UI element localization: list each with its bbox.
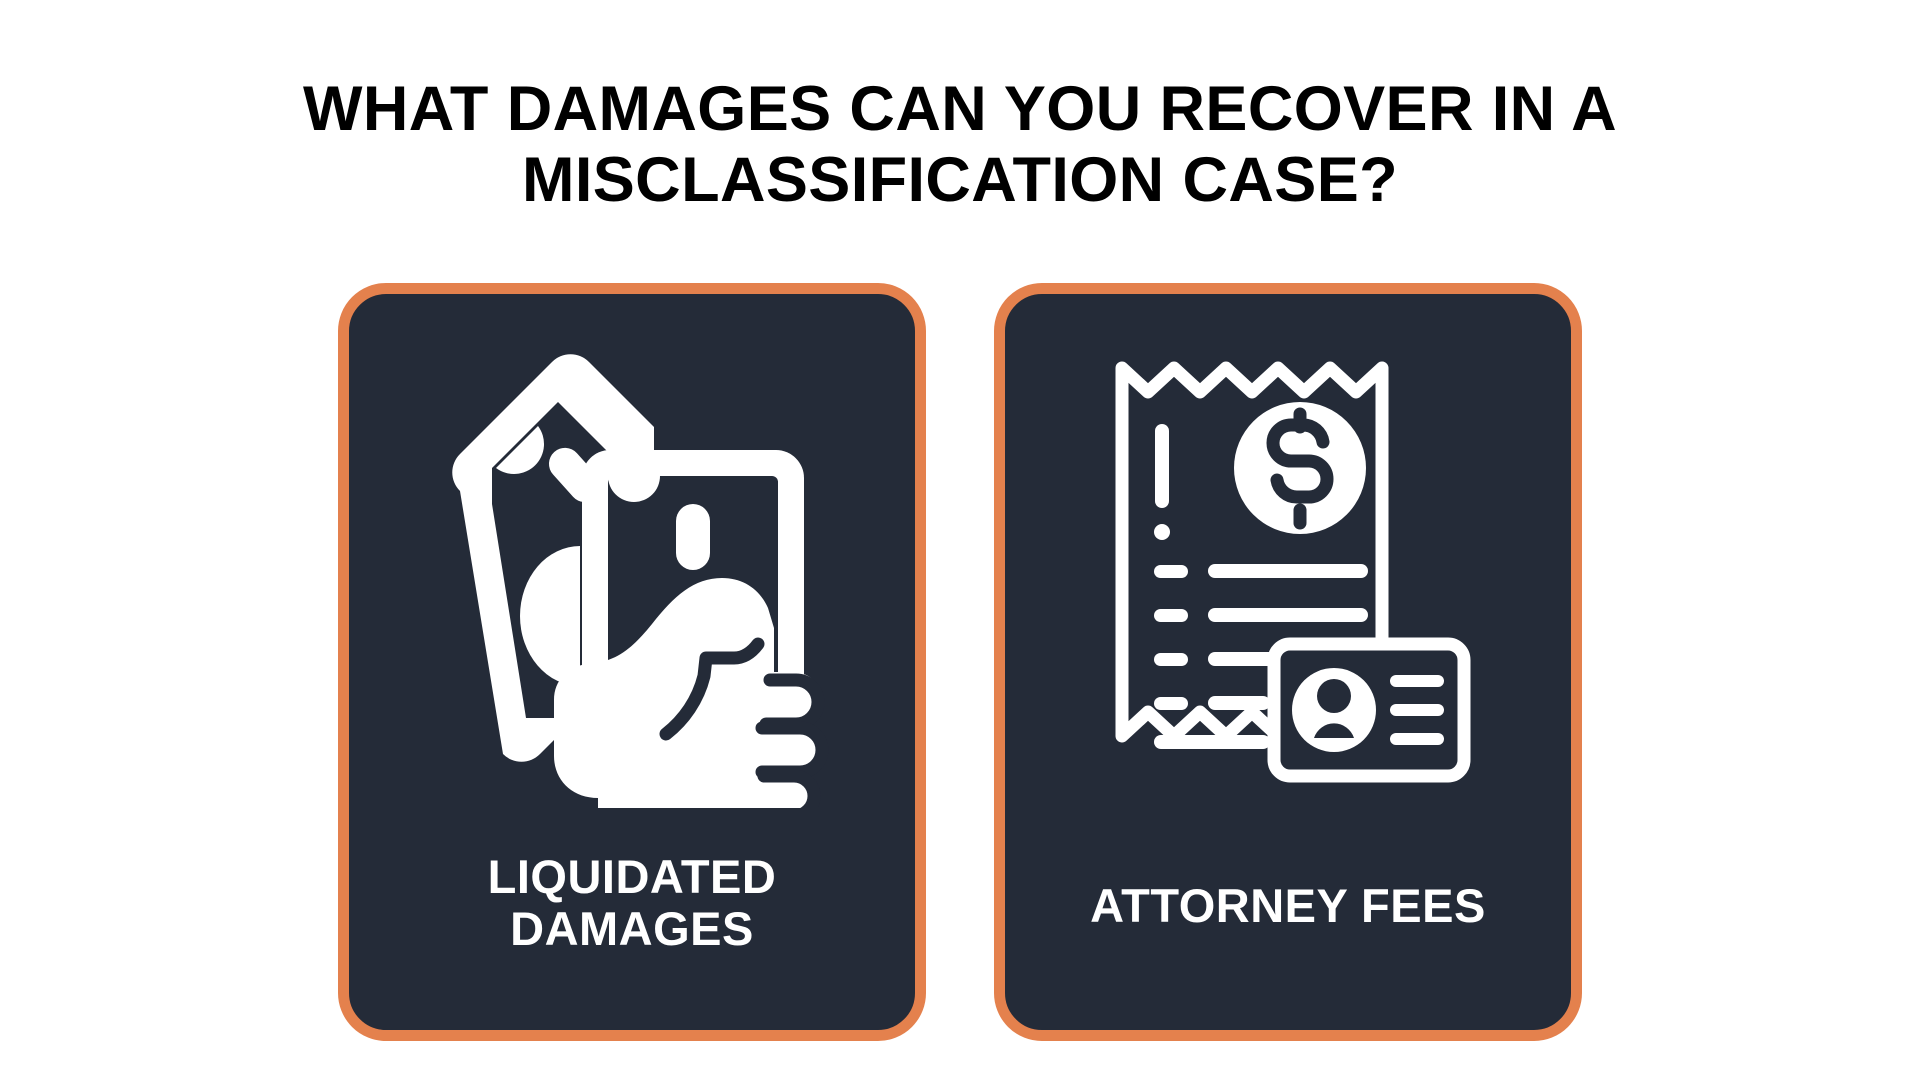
page-title-line-2: MISCLASSIFICATION CASE? (521, 144, 1399, 215)
receipt-with-id-card-icon (1078, 328, 1498, 808)
page-title: WHAT DAMAGES CAN YOU RECOVER IN A MISCLA… (0, 74, 1920, 215)
card-liquidated-damages[interactable]: LIQUIDATED DAMAGES (338, 283, 926, 1041)
card-label-liquidated-damages: LIQUIDATED DAMAGES (487, 849, 777, 956)
hand-holding-money-icon (422, 328, 842, 808)
cards-row: LIQUIDATED DAMAGES (0, 283, 1920, 1041)
card-attorney-fees[interactable]: ATTORNEY FEES (994, 283, 1582, 1041)
card-label-attorney-fees: ATTORNEY FEES (1090, 879, 1486, 933)
page-title-line-1: WHAT DAMAGES CAN YOU RECOVER IN A (302, 74, 1618, 144)
